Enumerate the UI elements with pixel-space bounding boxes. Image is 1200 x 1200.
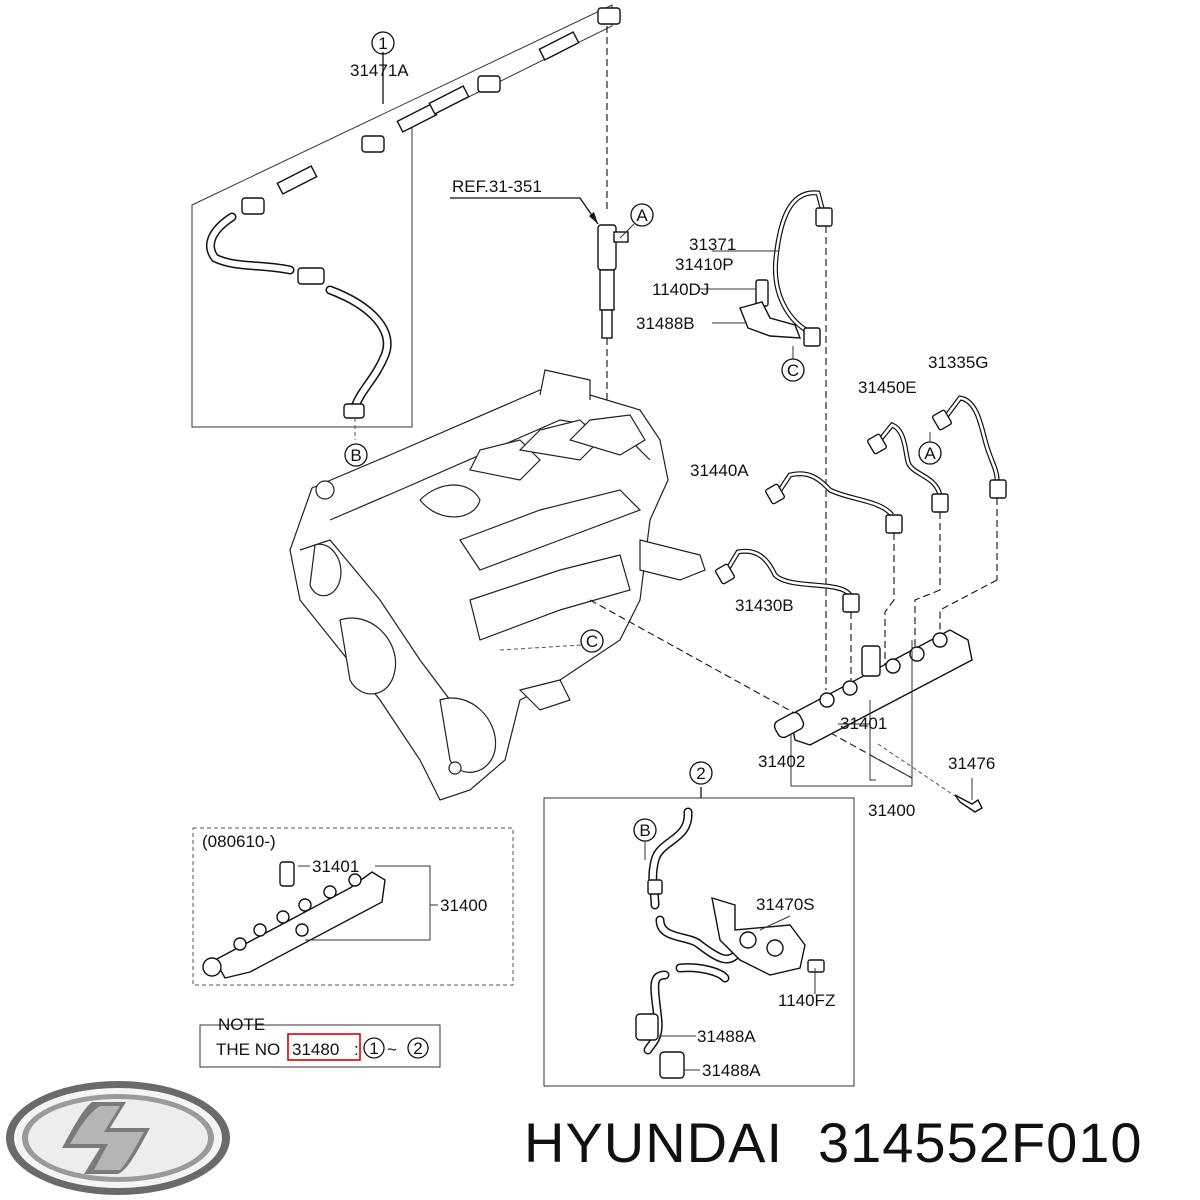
- note-part-number: 31480: [292, 1040, 339, 1059]
- engine-block: [289, 369, 913, 801]
- return-hose-segment: [325, 285, 392, 415]
- label-31488A-upper: 31488A: [697, 1027, 756, 1046]
- label-31402: 31402: [758, 752, 805, 771]
- note-colon: :: [354, 1040, 359, 1059]
- pressure-sensor-31401: [861, 645, 881, 677]
- label-31450E: 31450E: [858, 378, 917, 397]
- label-31471A: 31471A: [350, 61, 409, 80]
- label-ref-31-351: REF.31-351: [452, 177, 542, 196]
- marker-c-engine: C: [586, 632, 598, 651]
- marker-a-pipe: A: [924, 444, 936, 463]
- variant-labels: (080610-) 31401 31400: [202, 832, 487, 915]
- label-31400: 31400: [868, 801, 915, 820]
- label-31470S: 31470S: [756, 895, 815, 914]
- label-31371: 31371: [689, 235, 736, 254]
- variant-rail-inset: [192, 827, 514, 986]
- part-number: 314552F010: [818, 1111, 1143, 1174]
- variant-label-31400: 31400: [440, 896, 487, 915]
- label-31430B: 31430B: [735, 596, 794, 615]
- marker-b-inset: B: [639, 821, 650, 840]
- part-labels: 31471A REF.31-351 31371 31410P 1140DJ 31…: [350, 61, 995, 1080]
- common-rail-31400: [773, 629, 983, 813]
- injector-assembly: [450, 197, 629, 420]
- note-box: [199, 1024, 441, 1068]
- label-31440A: 31440A: [690, 461, 749, 480]
- brand-name: HYUNDAI: [524, 1111, 783, 1174]
- injector-body: [597, 224, 617, 271]
- note-prefix: THE NO: [216, 1040, 280, 1059]
- return-hose-assembly: [191, 4, 621, 440]
- injector-pipes: [714, 395, 1007, 680]
- note-range-end: 2: [413, 1039, 422, 1058]
- note-tilde: ~: [387, 1040, 397, 1059]
- bolt-1140FZ: [807, 959, 825, 973]
- inset-return-valve-2: [543, 787, 855, 1087]
- return-valve-31470S: [711, 896, 806, 976]
- hyundai-logo: [6, 1081, 230, 1195]
- clamp-31488B: [739, 301, 802, 339]
- bolt-31476: [954, 794, 983, 813]
- injector-nozzle-body: [599, 269, 615, 311]
- label-1140FZ: 1140FZ: [778, 991, 835, 1010]
- highlight-box: [287, 1033, 361, 1061]
- variant-label-31401: 31401: [312, 857, 359, 876]
- label-31488A-lower: 31488A: [702, 1061, 761, 1080]
- marker-2: 2: [696, 764, 705, 783]
- note-range-start: 1: [369, 1039, 378, 1058]
- inset-frame: [543, 797, 855, 1087]
- marker-b-hose: B: [350, 446, 361, 465]
- clamp-31488A-lower: [659, 1051, 685, 1079]
- note-title: NOTE: [218, 1015, 265, 1034]
- variant-frame: [192, 827, 514, 986]
- engine-outlet-pipe: [639, 539, 706, 581]
- variant-date-code: (080610-): [202, 832, 276, 851]
- label-1140DJ: 1140DJ: [652, 280, 709, 299]
- circle-labels: 1 2 A A B B C C: [350, 34, 936, 840]
- clamp-31488A-upper: [635, 1013, 659, 1041]
- label-31401: 31401: [840, 714, 887, 733]
- note-text: NOTE THE NO 31480 : 1 ~ 2: [216, 1015, 423, 1059]
- hose-tubes: [276, 31, 580, 195]
- label-31488B: 31488B: [636, 314, 695, 333]
- label-31476: 31476: [948, 754, 995, 773]
- label-31335G: 31335G: [928, 353, 989, 372]
- marker-a-injector: A: [636, 206, 648, 225]
- marker-1: 1: [378, 34, 387, 53]
- label-31410P: 31410P: [675, 255, 734, 274]
- marker-c-pipe: C: [787, 361, 799, 380]
- tee-fittings: [241, 7, 621, 419]
- circle-markers: [344, 31, 942, 860]
- injector-pipe-31371: [700, 190, 833, 690]
